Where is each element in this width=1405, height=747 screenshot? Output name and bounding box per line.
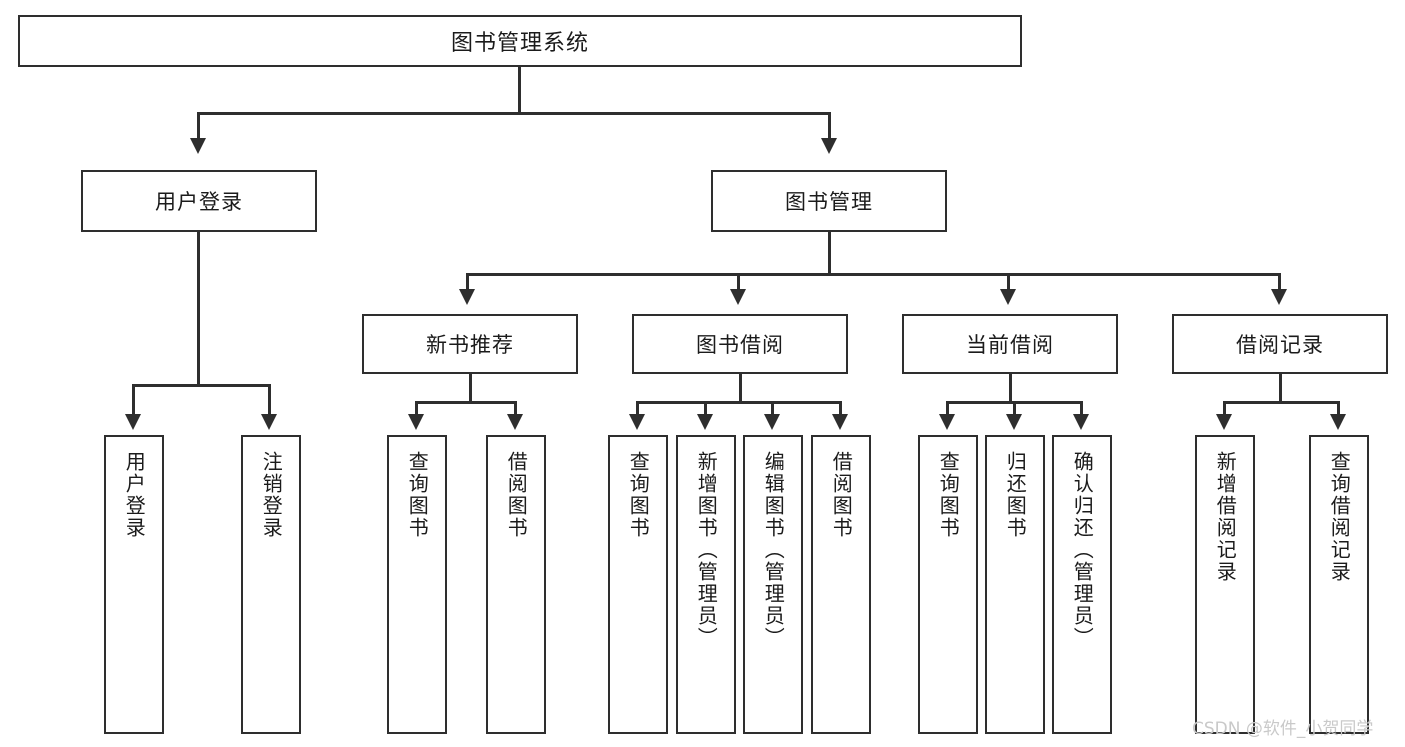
connector-book-borrow-bus: [636, 401, 842, 404]
connector-new-book-stem: [469, 374, 472, 401]
connector-book-borrow-branch-4: [839, 401, 842, 416]
leaf-return-book[interactable]: 归还图书: [985, 435, 1045, 734]
arrow-to-leaf-query-record: [1330, 414, 1346, 430]
node-book-borrow[interactable]: 图书借阅: [632, 314, 848, 374]
leaf-query-borrow-record[interactable]: 查询借阅记录: [1309, 435, 1369, 734]
leaf-label: 新增图书（管理员）: [694, 451, 719, 649]
leaf-edit-book-admin[interactable]: 编辑图书（管理员）: [743, 435, 803, 734]
node-borrow-record[interactable]: 借阅记录: [1172, 314, 1388, 374]
connector-borrow-record-branch-2: [1337, 401, 1340, 416]
leaf-label: 编辑图书（管理员）: [761, 451, 786, 649]
arrow-to-leaf-return-book: [1006, 414, 1022, 430]
node-book-management[interactable]: 图书管理: [711, 170, 947, 232]
arrow-to-leaf-add-record: [1216, 414, 1232, 430]
leaf-label: 注销登录: [259, 451, 284, 539]
connector-borrow-record-bus: [1223, 401, 1340, 404]
arrow-to-leaf-query-book-3: [939, 414, 955, 430]
connector-current-borrow-stem: [1009, 374, 1012, 401]
node-label: 新书推荐: [426, 333, 514, 357]
leaf-label: 借阅图书: [504, 451, 529, 539]
connector-user-login-branch-2: [268, 384, 271, 416]
connector-new-book-branch-1: [415, 401, 418, 416]
arrow-to-leaf-user-login: [125, 414, 141, 430]
node-label: 当前借阅: [966, 333, 1054, 357]
connector-user-login-stem: [197, 232, 200, 384]
connector-level3-branch-1: [466, 273, 469, 291]
leaf-query-book-recommend[interactable]: 查询图书: [387, 435, 447, 734]
node-label: 用户登录: [155, 190, 243, 214]
leaf-logout[interactable]: 注销登录: [241, 435, 301, 734]
connector-current-borrow-branch-3: [1080, 401, 1083, 416]
leaf-query-book-borrow[interactable]: 查询图书: [608, 435, 668, 734]
arrow-to-leaf-query-book-2: [629, 414, 645, 430]
connector-level3-branch-2: [737, 273, 740, 291]
connector-user-login-branch-1: [132, 384, 135, 416]
leaf-confirm-return-admin[interactable]: 确认归还（管理员）: [1052, 435, 1112, 734]
leaf-label: 归还图书: [1003, 451, 1028, 539]
node-user-login[interactable]: 用户登录: [81, 170, 317, 232]
node-label: 借阅记录: [1236, 333, 1324, 357]
connector-book-borrow-stem: [739, 374, 742, 401]
connector-book-borrow-branch-2: [704, 401, 707, 416]
arrow-to-borrow-record: [1271, 289, 1287, 305]
arrow-to-leaf-confirm-return: [1073, 414, 1089, 430]
connector-root-to-book-management: [828, 112, 831, 140]
node-current-borrow[interactable]: 当前借阅: [902, 314, 1118, 374]
arrow-to-current-borrow: [1000, 289, 1016, 305]
connector-book-borrow-branch-1: [636, 401, 639, 416]
arrow-root-to-user-login: [190, 138, 206, 154]
arrow-to-book-borrow: [730, 289, 746, 305]
leaf-label: 查询图书: [626, 451, 651, 539]
arrow-to-leaf-logout: [261, 414, 277, 430]
arrow-to-leaf-add-book: [697, 414, 713, 430]
leaf-label: 借阅图书: [829, 451, 854, 539]
node-label: 图书管理系统: [450, 31, 589, 56]
arrow-root-to-book-management: [821, 138, 837, 154]
connector-root-stem: [518, 67, 521, 112]
leaf-label: 查询图书: [405, 451, 430, 539]
connector-book-management-stem: [828, 232, 831, 273]
connector-current-borrow-branch-1: [946, 401, 949, 416]
leaf-label: 新增借阅记录: [1213, 451, 1238, 583]
leaf-add-book-admin[interactable]: 新增图书（管理员）: [676, 435, 736, 734]
connector-current-borrow-branch-2: [1013, 401, 1016, 416]
connector-level3-branch-3: [1007, 273, 1010, 291]
connector-user-login-bus: [132, 384, 270, 387]
leaf-add-borrow-record[interactable]: 新增借阅记录: [1195, 435, 1255, 734]
leaf-user-login[interactable]: 用户登录: [104, 435, 164, 734]
connector-root-bus: [197, 112, 830, 115]
connector-new-book-branch-2: [514, 401, 517, 416]
leaf-borrow-book-recommend[interactable]: 借阅图书: [486, 435, 546, 734]
leaf-label: 用户登录: [122, 451, 147, 539]
node-label: 图书借阅: [696, 333, 784, 357]
leaf-label: 确认归还（管理员）: [1070, 451, 1095, 649]
connector-level3-branch-4: [1278, 273, 1281, 291]
connector-borrow-record-branch-1: [1223, 401, 1226, 416]
csdn-watermark: CSDN @软件_小贺同学: [1192, 719, 1374, 739]
node-root-book-management-system[interactable]: 图书管理系统: [18, 15, 1022, 67]
connector-book-borrow-branch-3: [771, 401, 774, 416]
leaf-label: 查询图书: [936, 451, 961, 539]
connector-root-to-user-login: [197, 112, 200, 140]
connector-borrow-record-stem: [1279, 374, 1282, 401]
arrow-to-leaf-borrow-book-1: [507, 414, 523, 430]
arrow-to-new-book-recommend: [459, 289, 475, 305]
connector-new-book-bus: [415, 401, 517, 404]
node-new-book-recommend[interactable]: 新书推荐: [362, 314, 578, 374]
node-label: 图书管理: [785, 190, 873, 214]
arrow-to-leaf-query-book-1: [408, 414, 424, 430]
leaf-query-book-current[interactable]: 查询图书: [918, 435, 978, 734]
leaf-label: 查询借阅记录: [1327, 451, 1352, 583]
arrow-to-leaf-edit-book: [764, 414, 780, 430]
connector-level3-bus: [466, 273, 1281, 276]
arrow-to-leaf-borrow-book-2: [832, 414, 848, 430]
leaf-borrow-book[interactable]: 借阅图书: [811, 435, 871, 734]
